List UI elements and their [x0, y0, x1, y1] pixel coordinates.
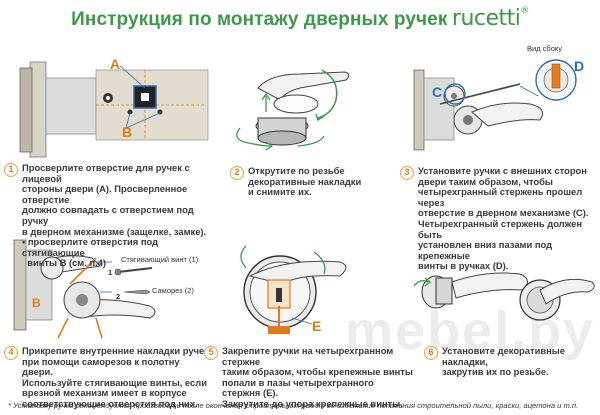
- label-two: 2: [116, 292, 121, 301]
- step-4-line-3: Используйте стягивающие винты, если: [22, 376, 207, 388]
- step-4-number: 4: [4, 346, 18, 360]
- step-6: 6 Установите декоративные накладки, закр…: [424, 345, 598, 378]
- label-e: E: [312, 318, 322, 334]
- step-1-number: 1: [4, 163, 18, 177]
- label-b: B: [122, 124, 133, 140]
- step-2-number: 2: [230, 166, 244, 180]
- step-3-line-2: двери таким образом, чтобы: [418, 175, 553, 187]
- step-5-number: 5: [204, 346, 218, 360]
- label-a: A: [110, 56, 121, 72]
- page-title: Инструкция по монтажу дверных ручек: [71, 9, 448, 30]
- step-2-line-1: Открутите по резьбе: [248, 165, 345, 176]
- step-3-line-3: четырехгранный стержень прошел через: [418, 186, 583, 208]
- step-4-line-5: соответствующие отверстия под них.: [22, 397, 198, 409]
- step-1-line-4: в дверном механизме (защелке, замке).: [22, 225, 207, 237]
- step-3-line-6: установлен вниз пазами под крепежные: [418, 239, 553, 261]
- step-4: 4 Прикрепите внутренние накладки ручек п…: [4, 345, 209, 410]
- step-4-line-2: при помощи саморезов к полотну двери.: [22, 355, 180, 378]
- step-4-line-4: врезной механизм имеет в корпусе: [22, 387, 187, 399]
- footnote: * Установку ручки рекомендуется производ…: [8, 401, 579, 410]
- label-clamp-screw: Стягивающий винт (1): [121, 255, 199, 264]
- step-1-line-3: должно совпадать с отверстием под ручку: [22, 204, 194, 226]
- step-3-number: 3: [400, 166, 414, 180]
- step-5-line-4: Закрутите до упора крепежные винты.: [222, 397, 403, 409]
- step-4-line-1: Прикрепите внутренние накладки ручек: [22, 345, 209, 356]
- step-3: 3 Установите ручки с внешних сторон двер…: [400, 165, 596, 272]
- step-2: 2 Открутите по резьбе декоративные накла…: [230, 165, 400, 198]
- step-5: 5 Закрепите ручки на четырехгранном стер…: [204, 345, 414, 410]
- label-d: D: [574, 58, 585, 74]
- label-c: C: [432, 84, 443, 100]
- label-side-view: Вид сбоку: [527, 44, 562, 53]
- step-6-line-1: Установите декоративные накладки,: [442, 345, 565, 367]
- step-6-line-2: закрутив их по резьбе.: [442, 366, 549, 378]
- label-self-tapping-screw: Саморез (2): [152, 286, 194, 295]
- step-3-line-4: отверстие в дверном механизме (C).: [418, 207, 589, 219]
- step-1: 1 Просверлите отверстие для ручек с лице…: [4, 162, 209, 269]
- step-3-line-7: винты в ручках (D).: [418, 260, 509, 272]
- label-one: 1: [108, 268, 113, 277]
- step-6-number: 6: [424, 346, 438, 360]
- step-1-line-2: стороны двери (A). Просверленное отверст…: [22, 183, 188, 205]
- step-2-line-2: декоративные накладки: [248, 175, 362, 187]
- step-5-line-1: Закрепите ручки на четырехгранном стержн…: [222, 345, 394, 367]
- step-1-line-5: • просверлите отверстия под стягивающие: [22, 236, 159, 258]
- step-2-line-3: и снимите их.: [248, 186, 312, 198]
- step-1-line-1: Просверлите отверстие для ручек с лицево…: [22, 162, 190, 184]
- step-3-line-1: Установите ручки с внешних сторон: [418, 165, 587, 176]
- step-5-line-2: таким образом, чтобы крепежные винты: [222, 366, 413, 378]
- step-5-line-3: попали в пазы четырехгранного стержня (E…: [222, 376, 374, 399]
- label-b-step4: B: [32, 296, 41, 310]
- brand-name: rucetti: [451, 6, 521, 31]
- page-header: Инструкция по монтажу дверных ручек ruce…: [0, 6, 600, 40]
- step-3-line-5: Четырехгранный стержень должен быть: [418, 217, 583, 240]
- brand-registered-mark: ®: [520, 6, 529, 16]
- step-1-line-6: винты B (см. п.4): [22, 257, 107, 269]
- brand-logo: rucetti®: [452, 6, 529, 31]
